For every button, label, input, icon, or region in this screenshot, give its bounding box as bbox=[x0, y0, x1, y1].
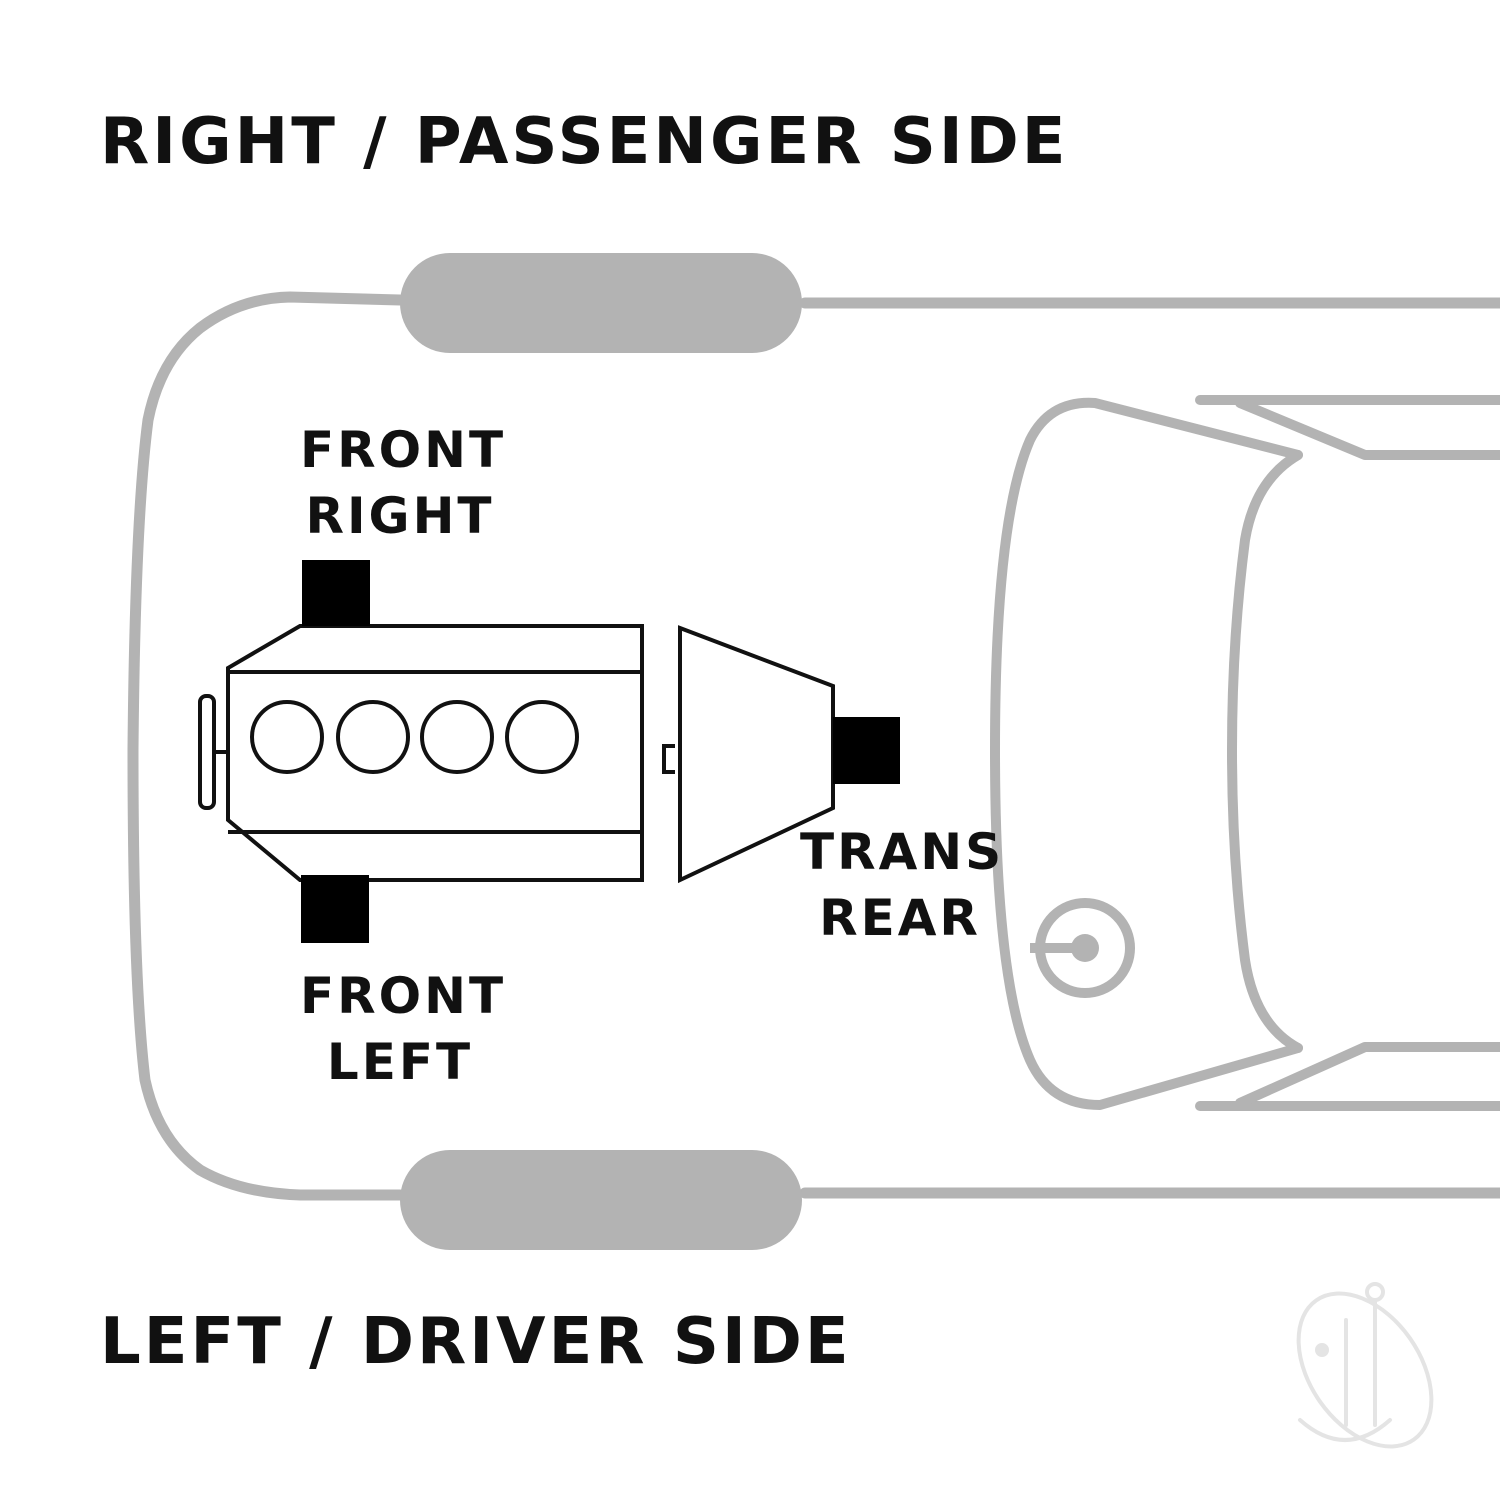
front-left-mount-label-line1: FRONT bbox=[300, 967, 507, 1025]
front-right-mount-block bbox=[302, 560, 370, 626]
left-a-pillar-inner bbox=[1235, 1042, 1500, 1108]
car-body-outline bbox=[127, 291, 1500, 1201]
front-left-mount-block bbox=[301, 875, 369, 943]
trans-rear-mount-label-line2: REAR bbox=[819, 889, 981, 947]
right-front-wheel bbox=[400, 253, 802, 353]
transmission bbox=[662, 625, 835, 884]
transmission-coupler bbox=[662, 744, 675, 774]
front-right-mount-label-line1: FRONT bbox=[300, 421, 507, 479]
trans-rear-mount-block bbox=[833, 717, 900, 784]
trans-rear-mount-label: TRANS REAR bbox=[800, 819, 1005, 951]
car-front-outline bbox=[127, 291, 406, 1201]
left-driver-side-label: LEFT / DRIVER SIDE bbox=[100, 1305, 852, 1379]
cabin-outline bbox=[990, 395, 1500, 1111]
engine-pulley bbox=[198, 694, 216, 810]
engine-cylinder-1 bbox=[250, 700, 324, 774]
trans-rear-mount-label-line1: TRANS bbox=[800, 823, 1005, 881]
windshield-outer bbox=[990, 397, 1303, 1110]
front-left-mount-label: FRONT LEFT bbox=[300, 963, 507, 1095]
left-front-wheel bbox=[400, 1150, 802, 1250]
engine-cylinder-2 bbox=[336, 700, 410, 774]
right-passenger-side-label: RIGHT / PASSENGER SIDE bbox=[100, 105, 1069, 179]
windshield-inner bbox=[1227, 450, 1303, 1053]
engine-cylinder-3 bbox=[420, 700, 494, 774]
right-a-pillar-inner bbox=[1235, 398, 1500, 460]
front-right-mount-label-line2: RIGHT bbox=[305, 487, 495, 545]
anchor-logo-icon bbox=[1296, 1282, 1434, 1449]
front-left-mount-label-line2: LEFT bbox=[326, 1033, 474, 1091]
steering-wheel-icon bbox=[1030, 898, 1135, 998]
front-right-mount-label: FRONT RIGHT bbox=[300, 417, 507, 549]
transmission-outline bbox=[678, 625, 835, 884]
engine-cylinder-4 bbox=[505, 700, 579, 774]
engine-block bbox=[198, 624, 644, 882]
